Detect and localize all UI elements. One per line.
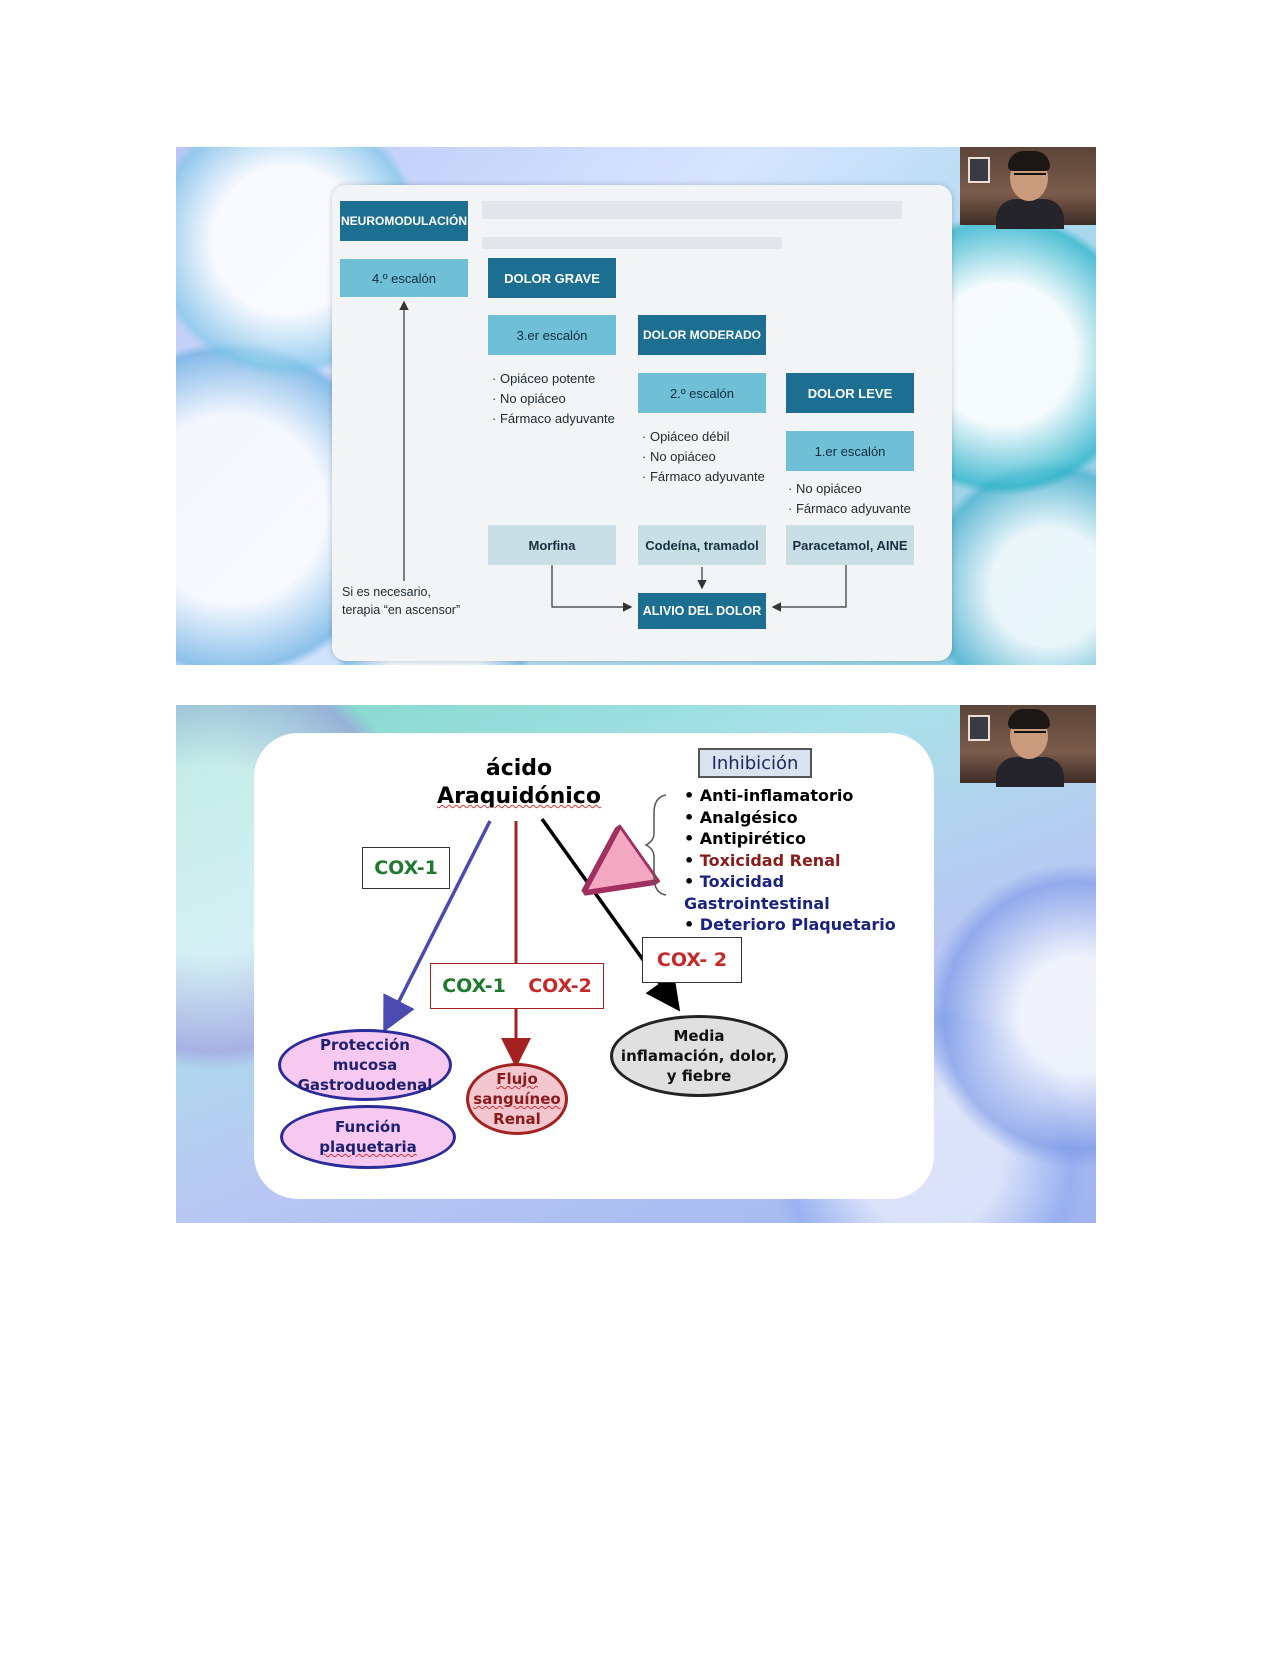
ascensor-note: Si es necesario, terapia “en ascensor” [342,583,460,619]
media-ellipse: Media inflamación, dolor, y fiebre [610,1015,788,1097]
list-item: No opiáceo [788,479,911,499]
paracetamol-box: Paracetamol, AINE [786,525,914,565]
cox1-arrow [383,820,492,1033]
ellipse-line: inflamación, dolor, [620,1047,778,1065]
ladder-panel: NEUROMODULACIÓN 4.º escalón DOLOR GRAVE … [332,185,952,661]
list-item: Deterioro Plaquetario [684,914,934,936]
paracetamol-arrow [771,565,847,612]
step1-list: No opiáceo Fármaco adyuvante [788,479,911,519]
list-item: Toxicidad Gastrointestinal [684,871,934,914]
neuromodulacion-box: NEUROMODULACIÓN [340,201,468,241]
dolor-moderado-box: DOLOR MODERADO [638,315,766,355]
cox1-left-box: COX-1 [362,847,450,889]
cox2-right-box: COX- 2 [642,937,742,983]
list-item: Toxicidad Renal [684,850,934,872]
list-item: Fármaco adyuvante [492,409,615,429]
picture-frame [968,715,990,741]
ascensor-line: terapia “en ascensor” [342,603,461,617]
list-item: Antipirético [684,828,934,850]
funcion-ellipse: Función plaquetaria [280,1105,456,1169]
title-line: Araquidónico [437,784,601,809]
slide-arachidonic-pathway: ácido Araquidónico Inhibición Anti-infla… [176,705,1096,1223]
inhibicion-label: Inhibición [698,748,812,778]
list-item: No opiáceo [642,447,765,467]
ellipse-line: y fiebre [666,1067,732,1085]
step2-box: 2.º escalón [638,373,766,413]
presenter-hair [1008,709,1050,729]
arachidonic-title: ácido Araquidónico [404,755,634,811]
step4-box: 4.º escalón [340,259,468,297]
list-item: Opiáceo débil [642,427,765,447]
list-item: No opiáceo [492,389,615,409]
ellipse-line: Protección [320,1036,410,1054]
presenter-shirt [996,757,1064,787]
codeina-box: Codeína, tramadol [638,525,766,565]
flujo-ellipse: Flujo sanguíneo Renal [466,1063,568,1135]
ascensor-line: Si es necesario, [342,585,431,599]
step1-box: 1.er escalón [786,431,914,471]
list-item: Analgésico [684,807,934,829]
list-item: Fármaco adyuvante [642,467,765,487]
cox2-label: COX-2 [528,975,592,997]
presenter-glasses [1014,173,1046,183]
inhibicion-list: Anti-inflamatorio Analgésico Antipirétic… [684,785,934,936]
faint-text-line [482,201,902,219]
ladder-arrows [399,300,847,612]
picture-frame [968,157,990,183]
list-item: Opiáceo potente [492,369,615,389]
ellipse-line: plaquetaria [319,1138,417,1156]
list-item: Anti-inflamatorio [684,785,934,807]
presenter-shirt [996,199,1064,229]
webcam-overlay [960,705,1096,787]
faint-text-line [482,237,782,249]
slide-analgesic-ladder: NEUROMODULACIÓN 4.º escalón DOLOR GRAVE … [176,147,1096,665]
webcam-overlay [960,147,1096,229]
alivio-box: ALIVIO DEL DOLOR [638,593,766,629]
cox1-label: COX-1 [442,975,506,997]
step3-list: Opiáceo potente No opiáceo Fármaco adyuv… [492,369,615,429]
cox-panel: ácido Araquidónico Inhibición Anti-infla… [254,733,934,1199]
ellipse-line: Flujo [496,1070,538,1088]
ellipse-line: Gastroduodenal [297,1076,433,1094]
dolor-leve-box: DOLOR LEVE [786,373,914,413]
step3-box: 3.er escalón [488,315,616,355]
ellipse-line: Renal [493,1110,541,1128]
presenter-glasses [1014,731,1046,741]
brace [644,794,667,896]
ellipse-line: mucosa [332,1056,398,1074]
ellipse-line: sanguíneo [473,1090,561,1108]
title-line: ácido [485,756,553,781]
morfina-box: Morfina [488,525,616,565]
proteccion-ellipse: Protección mucosa Gastroduodenal [278,1029,452,1101]
step2-list: Opiáceo débil No opiáceo Fármaco adyuvan… [642,427,765,487]
ellipse-line: Media [673,1027,725,1045]
list-item: Fármaco adyuvante [788,499,911,519]
ellipse-line: Función [335,1118,401,1136]
dolor-grave-box: DOLOR GRAVE [488,258,616,298]
inhibition-arrow [606,853,640,877]
morfina-arrow [551,565,633,612]
cox1-cox2-box: COX-1 COX-2 [430,963,604,1009]
presenter-hair [1008,151,1050,171]
